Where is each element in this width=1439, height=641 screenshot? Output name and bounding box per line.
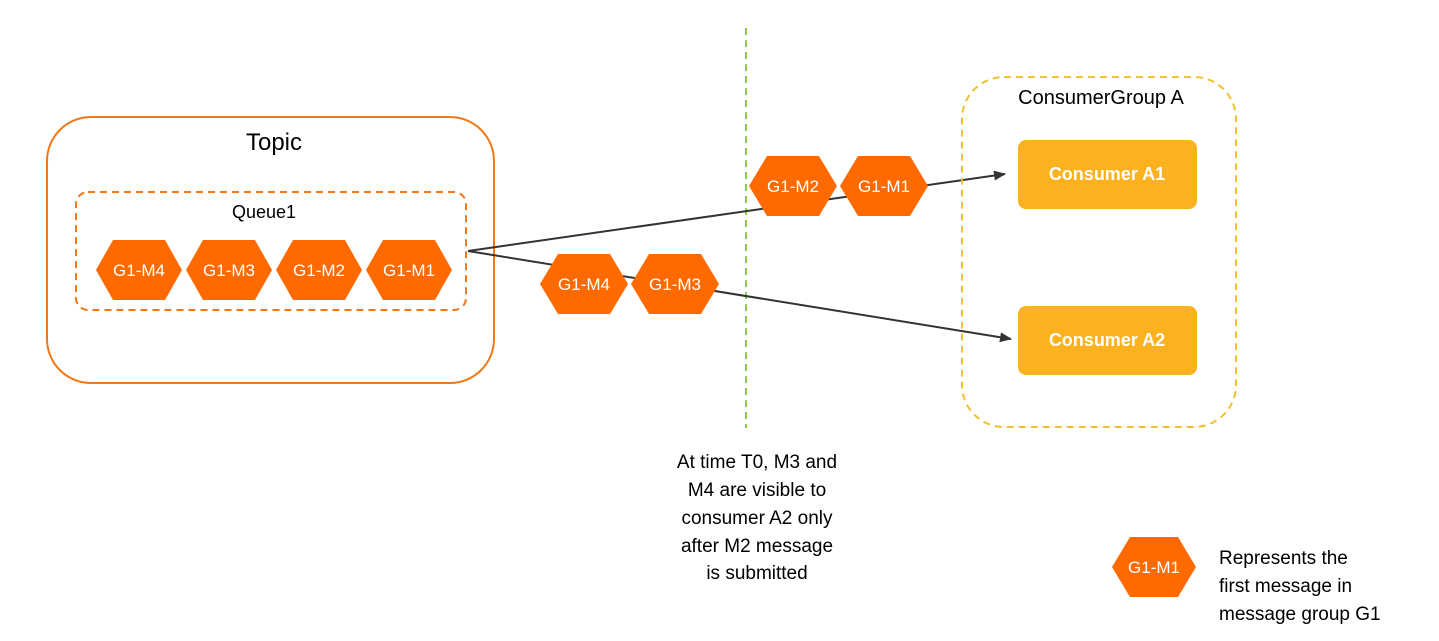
svg-text:G1-M2: G1-M2: [767, 177, 819, 196]
svg-text:G1-M1: G1-M1: [383, 261, 435, 280]
consumer-a1: Consumer A1: [1018, 140, 1197, 209]
svg-text:G1-M3: G1-M3: [203, 261, 255, 280]
topic-title: Topic: [246, 129, 302, 156]
svg-text:message group G1: message group G1: [1219, 604, 1381, 625]
legend-sample-hexagon: G1-M1: [1112, 537, 1196, 597]
topic-box: [46, 116, 495, 384]
time-note: At time T0, M3 and M4 are visible to con…: [677, 452, 837, 584]
svg-text:Consumer A2: Consumer A2: [1049, 330, 1165, 350]
queue-box: [75, 191, 467, 311]
queue-message-m2: G1-M2: [276, 240, 362, 300]
svg-text:G1-M4: G1-M4: [558, 275, 610, 294]
path-a1-message-m1: G1-M1: [840, 156, 928, 216]
svg-text:Represents the: Represents the: [1219, 548, 1348, 569]
svg-text:first message in: first message in: [1219, 576, 1352, 597]
path-a2-message-m3: G1-M3: [631, 254, 719, 314]
svg-text:Consumer A1: Consumer A1: [1049, 164, 1165, 184]
queue-message-m3: G1-M3: [186, 240, 272, 300]
svg-text:after M2 message: after M2 message: [681, 536, 833, 557]
svg-text:consumer A2 only: consumer A2 only: [681, 508, 833, 529]
queue-title: Queue1: [232, 202, 296, 222]
legend-description: Represents the first message in message …: [1219, 548, 1381, 625]
svg-text:At time T0, M3 and: At time T0, M3 and: [677, 452, 837, 473]
queue-message-m1: G1-M1: [366, 240, 452, 300]
consumer-group-title: ConsumerGroup A: [1018, 87, 1184, 109]
svg-text:G1-M1: G1-M1: [858, 177, 910, 196]
svg-text:is submitted: is submitted: [706, 563, 807, 584]
svg-text:G1-M1: G1-M1: [1128, 558, 1180, 577]
consumer-group-box: [961, 76, 1237, 428]
svg-text:M4 are visible to: M4 are visible to: [688, 480, 826, 501]
svg-text:G1-M2: G1-M2: [293, 261, 345, 280]
path-a1-message-m2: G1-M2: [749, 156, 837, 216]
svg-text:G1-M4: G1-M4: [113, 261, 165, 280]
consumer-a2: Consumer A2: [1018, 306, 1197, 375]
queue-message-m4: G1-M4: [96, 240, 182, 300]
path-a2-message-m4: G1-M4: [540, 254, 628, 314]
svg-text:G1-M3: G1-M3: [649, 275, 701, 294]
